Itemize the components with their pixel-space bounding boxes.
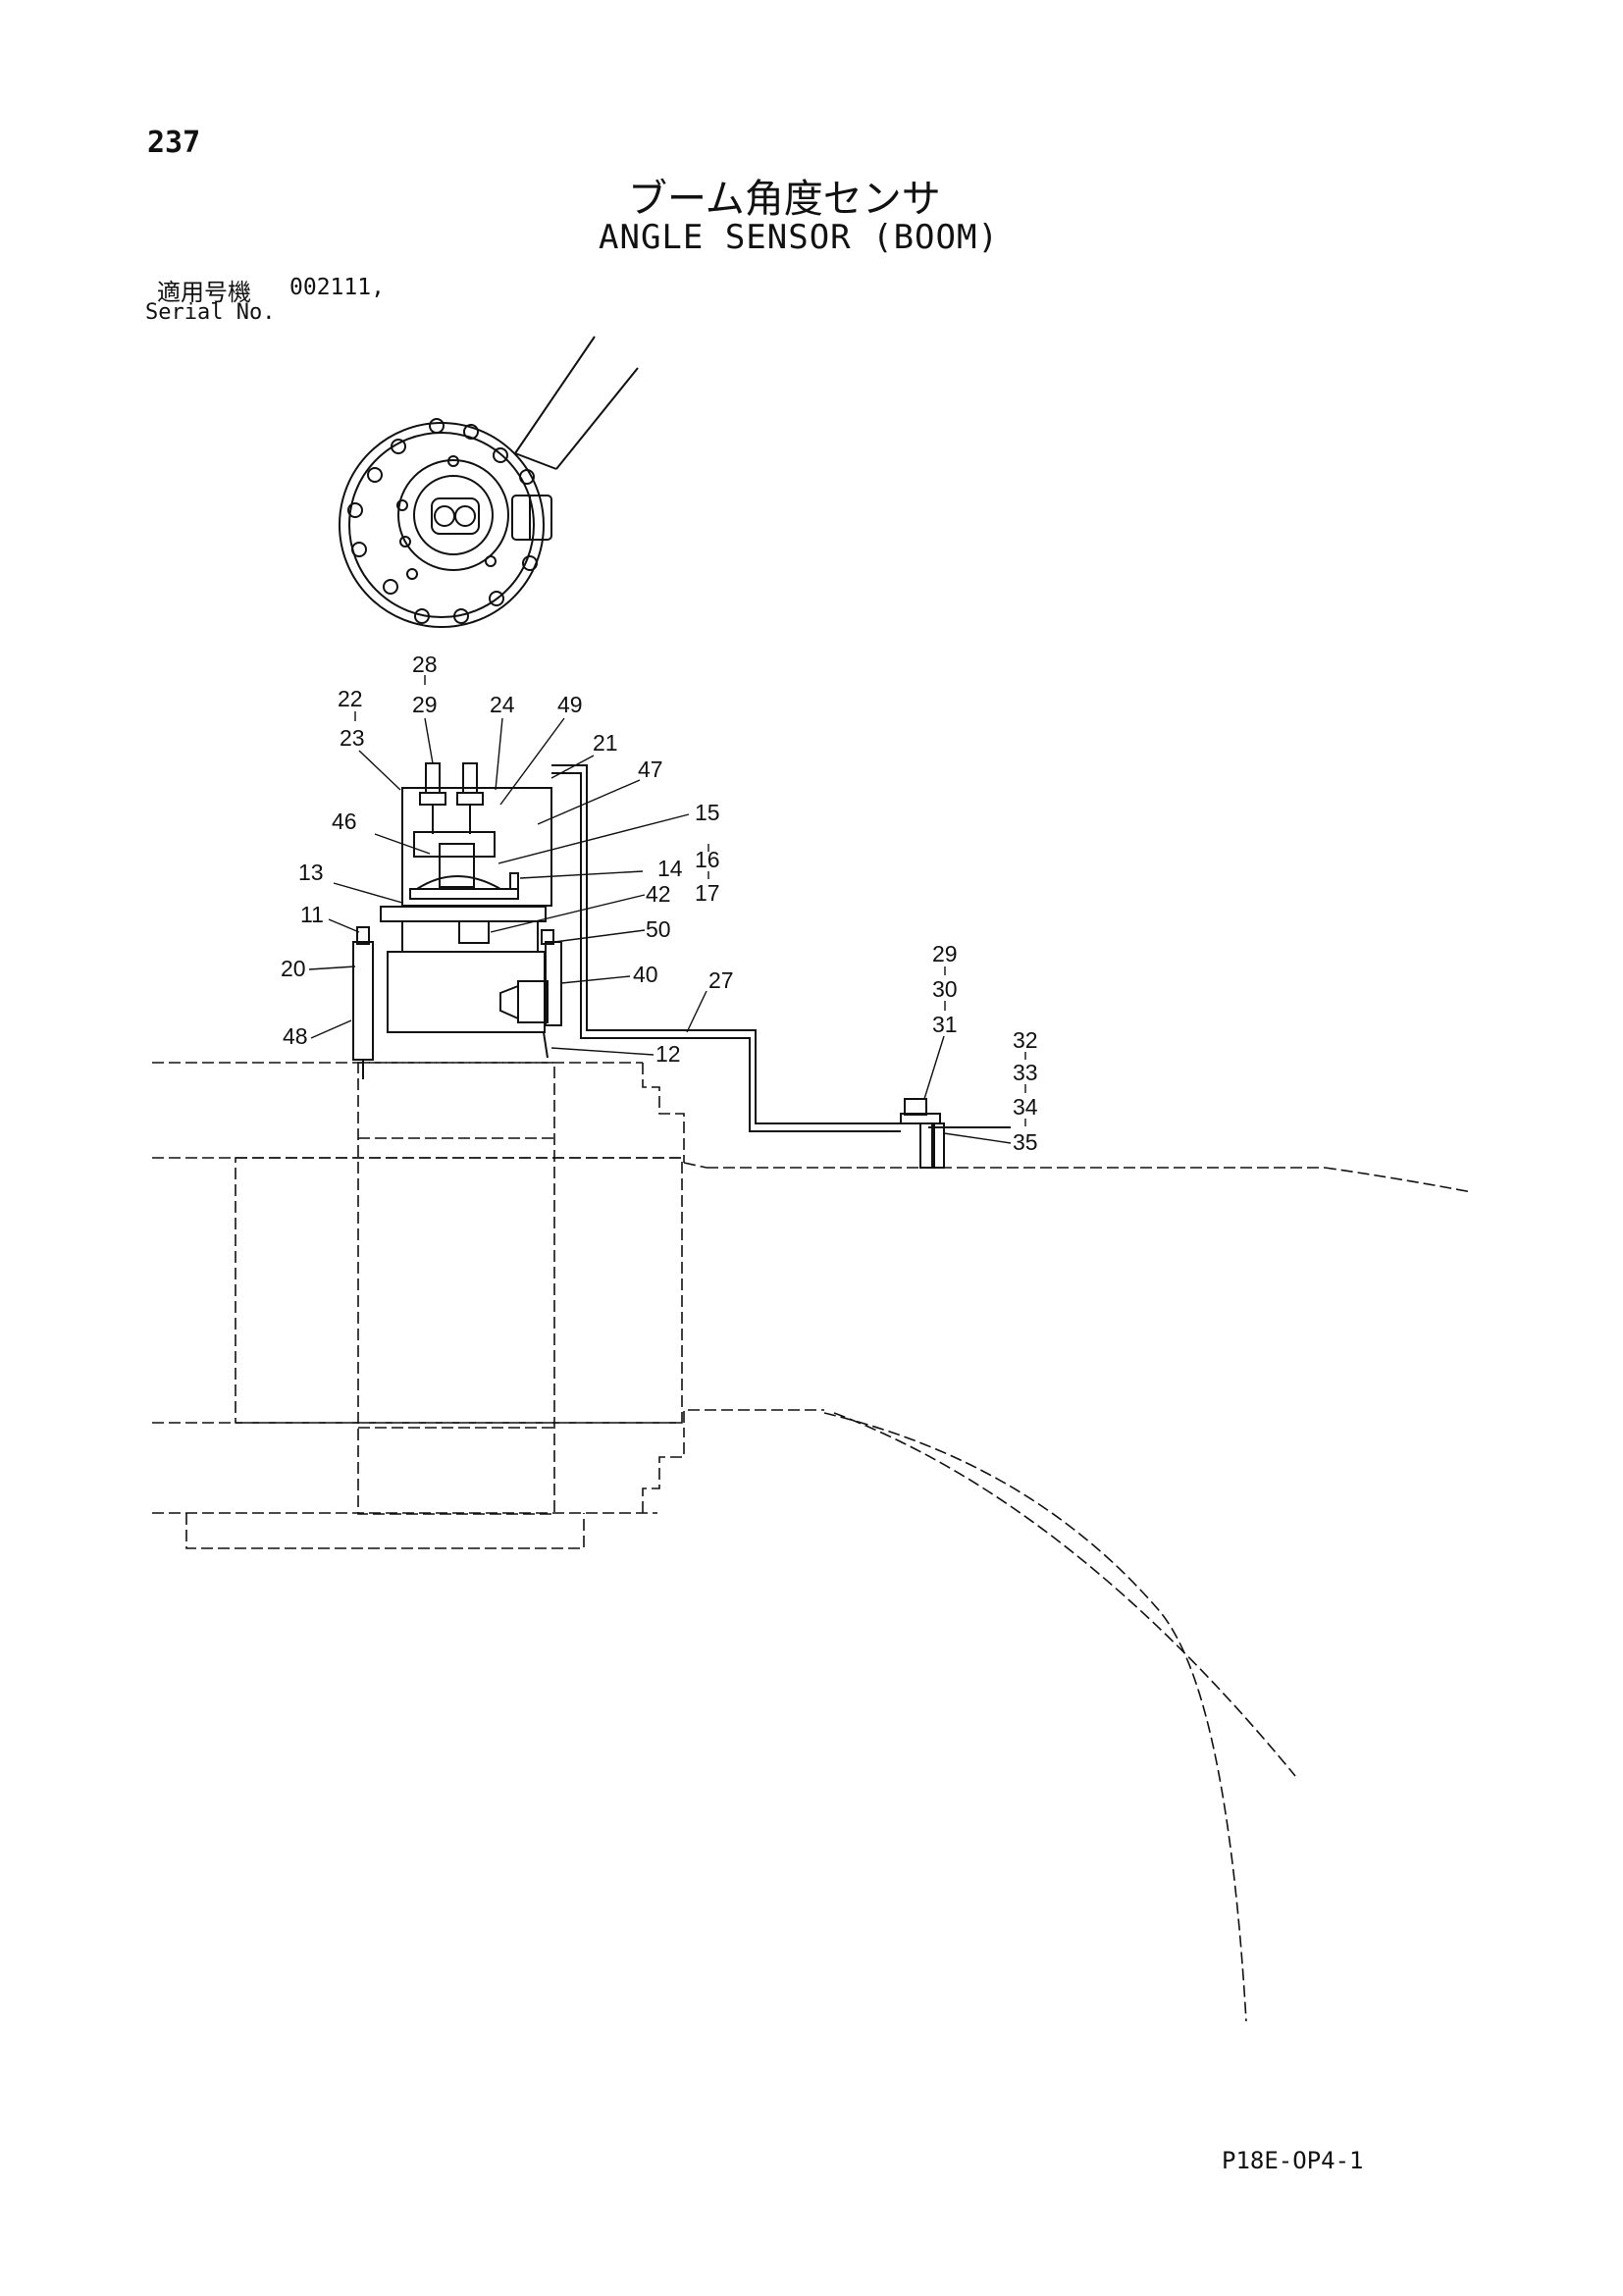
callout-14: 14 (657, 856, 683, 881)
callout-30: 30 (932, 976, 958, 1002)
callout-15: 15 (695, 800, 720, 825)
callout-29: 29 (412, 692, 438, 717)
callout-48: 48 (283, 1023, 308, 1049)
callout-22: 22 (338, 686, 363, 711)
callout-28: 28 (412, 652, 438, 677)
drawing-code: P18E-OP4-1 (1222, 2147, 1364, 2174)
title-japanese: ブーム角度センサ (628, 177, 941, 222)
boom-outline (152, 1062, 1473, 2022)
flange-bolt-holes (347, 418, 538, 624)
sensor-top-view (339, 336, 639, 628)
callout-35: 35 (1013, 1129, 1038, 1155)
callout-labels: 28 22 29 24 49 23 21 47 46 15 16 17 13 1… (281, 652, 1038, 1155)
serial-label-japanese: 適用号機 (157, 279, 251, 306)
callout-11: 11 (300, 902, 324, 927)
callout-17: 17 (695, 880, 720, 906)
callout-32: 32 (1013, 1027, 1038, 1053)
callout-13: 13 (298, 860, 324, 885)
callout-34: 34 (1013, 1094, 1038, 1120)
page-number: 237 (147, 126, 201, 160)
callout-46: 46 (332, 809, 357, 834)
callout-31: 31 (932, 1012, 958, 1037)
callout-27: 27 (708, 967, 734, 993)
serial-number-value: 002111, (289, 275, 385, 300)
callout-29-clamp: 29 (932, 941, 958, 966)
callout-12: 12 (655, 1041, 681, 1067)
callout-33: 33 (1013, 1060, 1038, 1085)
serial-label-english: Serial No. (145, 300, 276, 325)
callout-49: 49 (557, 692, 583, 717)
callout-42: 42 (646, 881, 671, 907)
leader-lines (308, 675, 1026, 1144)
title-english: ANGLE SENSOR (BOOM) (599, 218, 999, 257)
callout-23: 23 (340, 725, 365, 751)
callout-47: 47 (638, 757, 663, 782)
callout-16: 16 (695, 847, 720, 872)
callout-50: 50 (646, 916, 671, 942)
callout-24: 24 (490, 692, 515, 717)
callout-40: 40 (633, 962, 658, 987)
sensor-side-view (352, 762, 1011, 1169)
callout-21: 21 (593, 730, 618, 756)
callout-20: 20 (281, 956, 306, 981)
